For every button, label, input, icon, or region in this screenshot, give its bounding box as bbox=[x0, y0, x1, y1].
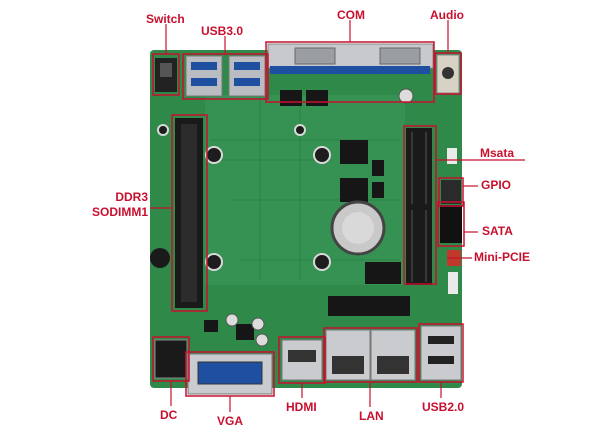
label-usb30: USB3.0 bbox=[201, 24, 244, 38]
label-vga: VGA bbox=[217, 414, 244, 428]
label-msata: Msata bbox=[480, 146, 515, 160]
label-sata: SATA bbox=[482, 224, 513, 238]
label-lan: LAN bbox=[359, 409, 384, 423]
label-audio: Audio bbox=[430, 8, 464, 22]
label-sodimm1: SODIMM1 bbox=[91, 205, 148, 219]
label-usb20: USB2.0 bbox=[422, 400, 465, 414]
leader-lines bbox=[150, 20, 525, 412]
label-switch: Switch bbox=[146, 12, 185, 26]
label-ddr3: DDR3 bbox=[115, 190, 148, 204]
label-com: COM bbox=[337, 8, 365, 22]
label-dc: DC bbox=[160, 408, 178, 422]
label-mini-pcie: Mini-PCIE bbox=[474, 250, 530, 264]
label-hdmi: HDMI bbox=[286, 400, 317, 414]
label-gpio: GPIO bbox=[481, 178, 512, 192]
